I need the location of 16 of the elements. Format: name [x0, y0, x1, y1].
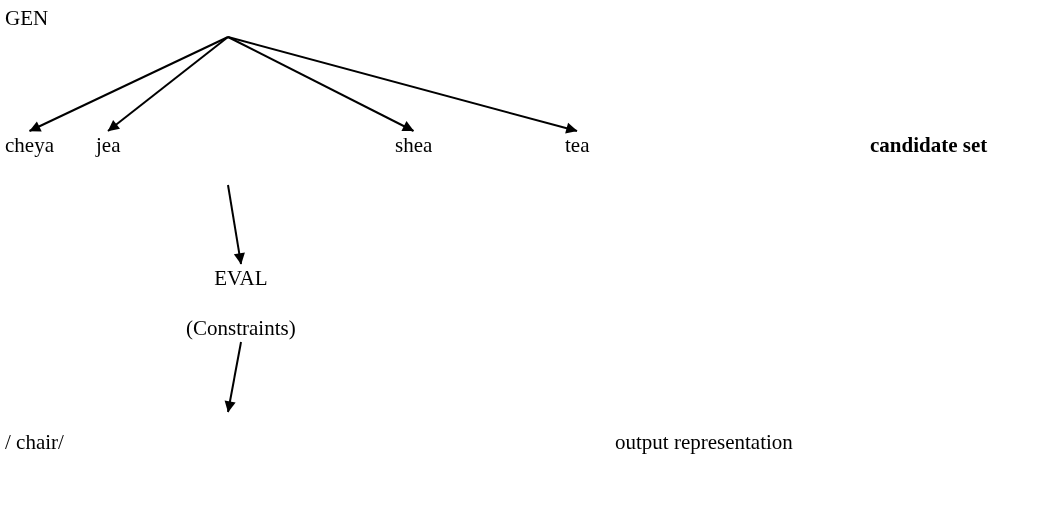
arrow [224, 341, 242, 413]
node-sublabel: (Constraints) [186, 316, 296, 340]
arrow [227, 36, 415, 132]
annotation-label: output representation [615, 430, 793, 454]
arrow [107, 36, 229, 132]
node-label: shea [395, 133, 433, 157]
node-label: jea [96, 133, 121, 157]
node-label: GEN [5, 6, 49, 30]
node-label: tea [565, 133, 590, 157]
node-label: / chair/ [5, 430, 64, 454]
arrow [227, 184, 245, 265]
annotation-label: candidate set [870, 133, 988, 157]
node-label: cheya [5, 133, 54, 157]
node-label: EVAL [214, 266, 268, 290]
arrow [28, 36, 229, 132]
arrow [227, 36, 578, 134]
